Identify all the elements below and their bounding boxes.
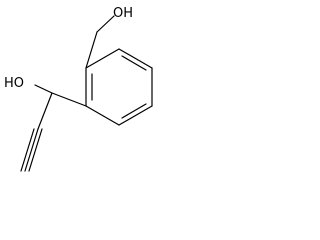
ring-bond-4	[85, 105, 120, 126]
carbinol-alkyne-bond	[37, 92, 53, 130]
triple-bond-center	[24, 128, 39, 172]
molecule-drawing: OH HO	[4, 6, 153, 172]
ring-bond-3	[118, 105, 153, 126]
triple-bond-left	[20, 128, 35, 172]
ch2-bond	[85, 31, 98, 69]
c-o-bond-top	[96, 15, 115, 33]
ring-bond-6	[85, 48, 120, 69]
ring-inner-bond-1	[121, 55, 147, 71]
aryl-carbinol-bond	[51, 92, 87, 107]
ring-inner-bond-2	[121, 103, 147, 119]
triple-bond-right	[28, 128, 43, 172]
hydroxyl-label-top: OH	[113, 6, 133, 21]
c-o-bond-left	[34, 84, 53, 94]
hydroxyl-label-left: HO	[4, 76, 24, 91]
structure-diagram: OH HO	[0, 0, 171, 187]
ring-bond-1	[118, 48, 153, 69]
